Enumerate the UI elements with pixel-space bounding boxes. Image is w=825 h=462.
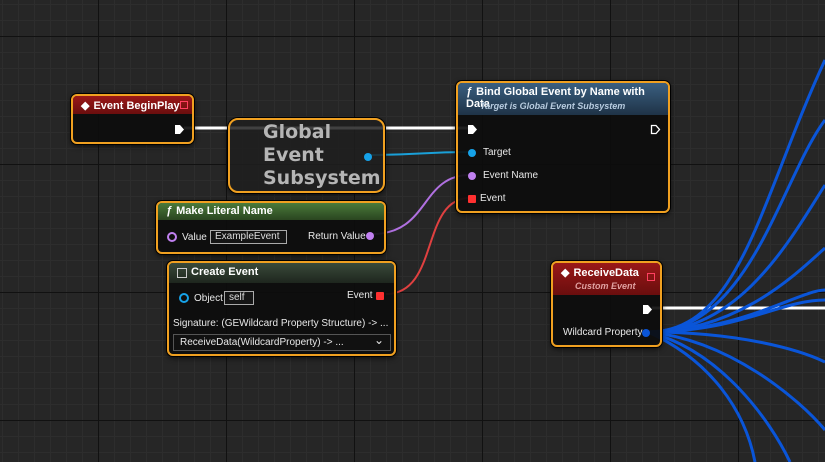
event-output-label: Event [347, 290, 373, 301]
event-icon: ◆ [561, 267, 570, 279]
event-delegate-pin[interactable] [468, 195, 476, 203]
object-input-pin[interactable] [179, 293, 189, 303]
return-value-label: Return Value [308, 231, 366, 242]
function-select-value: ReceiveData(WildcardProperty) -> ... [180, 337, 344, 348]
event-beginplay-header: ◆Event BeginPlay [73, 96, 192, 114]
target-pin[interactable] [468, 149, 476, 157]
return-value-pin[interactable] [366, 232, 374, 240]
wildcard-property-label: Wildcard Property [563, 327, 643, 338]
chevron-down-icon: ⌄ [374, 333, 385, 347]
exec-out-pin[interactable] [642, 304, 653, 315]
create-event-icon [177, 268, 187, 278]
receive-data-title: ReceiveData [573, 267, 639, 279]
function-icon: ƒ [166, 205, 173, 217]
exec-out-pin[interactable] [174, 124, 185, 135]
target-label: Target [483, 147, 511, 158]
signature-text: Signature: (GEWildcard Property Structur… [173, 318, 389, 329]
event-beginplay-node[interactable]: ◆Event BeginPlay [71, 94, 194, 144]
event-name-pin[interactable] [468, 172, 476, 180]
exec-in-pin[interactable] [467, 124, 478, 135]
delegate-icon [647, 273, 655, 281]
receive-data-subtitle: Custom Event [575, 281, 636, 291]
create-event-title: Create Event [191, 266, 259, 278]
function-select-dropdown[interactable]: ReceiveData(WildcardProperty) -> ... ⌄ [173, 333, 391, 351]
subsystem-output-pin[interactable] [364, 153, 372, 161]
global-event-subsystem-node[interactable]: Global Event Subsystem [228, 118, 385, 193]
event-label: Event [480, 193, 506, 204]
value-label: Value [182, 232, 207, 243]
create-event-node[interactable]: Create Event Object self Event Signature… [167, 261, 396, 356]
value-input-pin[interactable] [167, 232, 177, 242]
object-label: Object [194, 293, 223, 304]
receive-data-node[interactable]: ◆ReceiveData Custom Event Wildcard Prope… [551, 261, 662, 347]
wildcard-property-pin[interactable] [642, 329, 650, 337]
event-output-pin[interactable] [376, 292, 384, 300]
function-icon: ƒ [466, 86, 473, 98]
receive-data-header: ◆ReceiveData Custom Event [553, 263, 660, 295]
object-value-input[interactable]: self [224, 291, 254, 305]
value-text-input[interactable]: ExampleEvent [210, 230, 287, 244]
make-literal-name-title: Make Literal Name [176, 205, 273, 217]
delegate-icon [180, 101, 188, 109]
exec-then-pin[interactable] [650, 124, 661, 135]
subsystem-title-line-3: Subsystem [263, 167, 381, 189]
bind-global-event-title: Bind Global Event by Name with Data [466, 86, 645, 110]
event-beginplay-title: Event BeginPlay [93, 100, 180, 112]
wildcard-wires [647, 59, 825, 462]
bind-global-event-subtitle: Target is Global Event Subsystem [480, 101, 626, 111]
subsystem-title-line-1: Global [263, 121, 332, 143]
event-icon: ◆ [81, 100, 90, 112]
subsystem-title-line-2: Event [263, 144, 324, 166]
event-wire [385, 197, 471, 295]
event-name-label: Event Name [483, 170, 539, 181]
create-event-header: Create Event [169, 263, 394, 283]
